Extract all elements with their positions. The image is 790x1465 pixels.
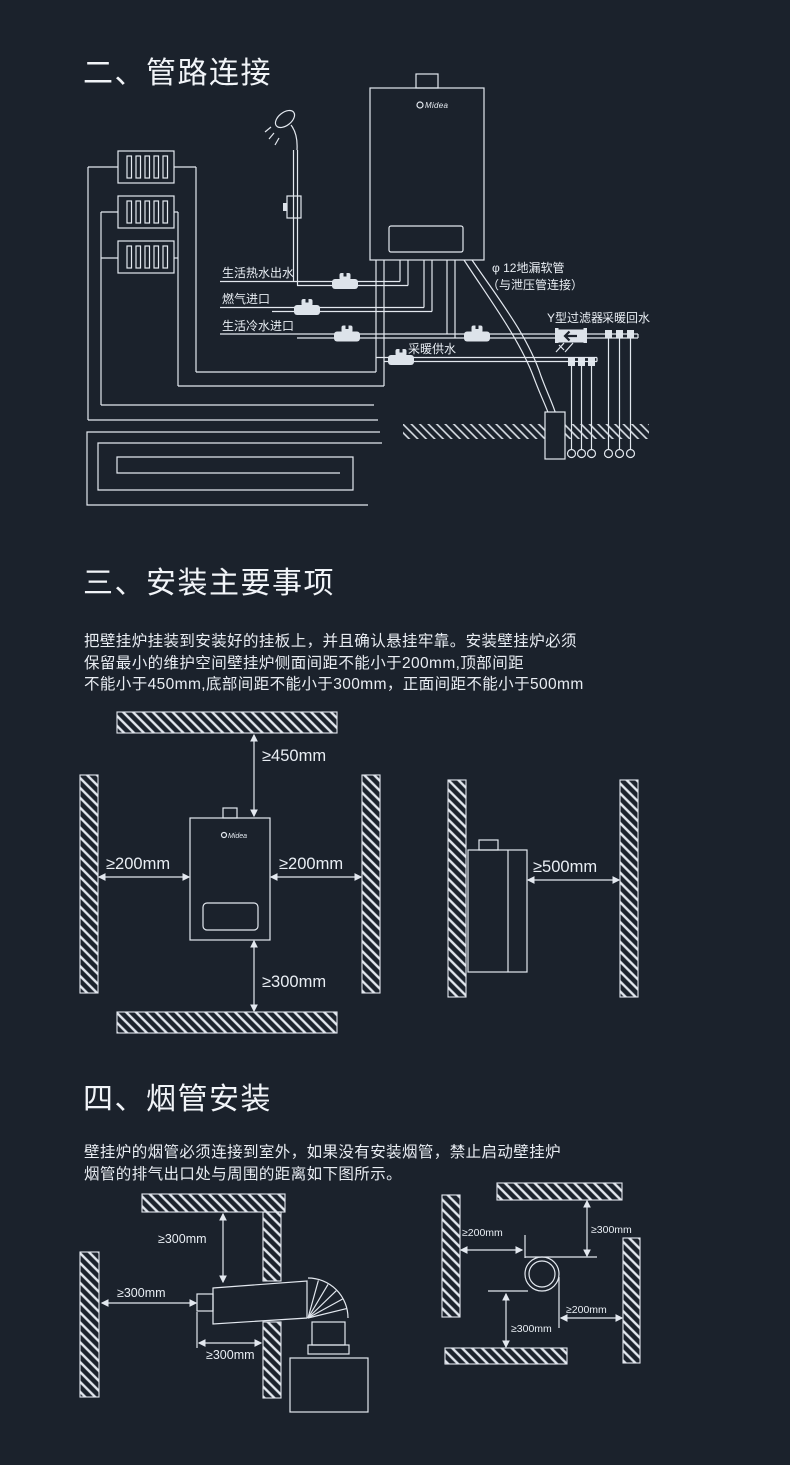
install-notes-line: 把壁挂炉挂装到安装好的挂板上，并且确认悬挂牢靠。安装壁挂炉必须 xyxy=(84,633,577,650)
dim-top: ≥300mm xyxy=(591,1224,632,1236)
boiler-side xyxy=(467,839,528,973)
right-wall-hatch xyxy=(622,1237,641,1364)
valve-icon xyxy=(331,272,359,290)
brand-logo-icon xyxy=(220,831,228,839)
flue-front-diagram: ≥200mm ≥300mm ≥300mm ≥200mm xyxy=(441,1182,641,1365)
outer-wall-hatch xyxy=(79,1251,100,1398)
dim-right: ≥200mm xyxy=(566,1304,607,1316)
section-flue-title: 四、烟管安装 xyxy=(83,1083,272,1116)
flue-elbow xyxy=(307,1277,349,1319)
pipe-connection-diagram: Midea xyxy=(86,73,650,506)
back-wall-hatch xyxy=(447,779,467,998)
underfloor-coil xyxy=(86,431,382,506)
valve-icon xyxy=(333,324,361,343)
flue-notes-line: 壁挂炉的烟管必须连接到室外，如果没有安装烟管，禁止启动壁挂炉 xyxy=(84,1144,562,1161)
dim-top: ≥300mm xyxy=(158,1232,207,1246)
radiator xyxy=(117,195,175,229)
ceiling-hatch xyxy=(496,1182,623,1201)
flue-side-diagram: ≥300mm ≥300mm ≥300mm xyxy=(79,1193,369,1413)
radiator xyxy=(117,150,175,184)
front-wall-hatch xyxy=(619,779,639,998)
boiler-body xyxy=(467,849,528,973)
boiler: Midea xyxy=(369,73,485,261)
boiler-panel xyxy=(388,225,464,253)
valve-icon xyxy=(463,324,491,343)
y-strainer-icon xyxy=(555,328,587,353)
boiler-flue-stub xyxy=(222,807,238,819)
dim-top: ≥450mm xyxy=(262,747,326,765)
label-gas-in: 燃气进口 xyxy=(222,291,270,306)
section-pipe-title: 二、管路连接 xyxy=(83,57,272,90)
boiler-body xyxy=(369,87,485,261)
left-wall-hatch xyxy=(441,1194,461,1318)
heating-supply-manifold xyxy=(566,358,597,459)
drain-hose xyxy=(463,259,558,419)
boiler-panel xyxy=(202,902,259,931)
shower-head-icon xyxy=(274,109,296,129)
flue-notes: 壁挂炉的烟管必须连接到室外，如果没有安装烟管，禁止启动壁挂炉 烟管的排气出口处与… xyxy=(84,1142,561,1185)
valve-icon xyxy=(293,298,321,316)
brand-logo-icon xyxy=(416,101,424,109)
flue-pipe xyxy=(196,1277,350,1355)
dim-bottom: ≥300mm xyxy=(262,973,326,991)
dim-bottom: ≥300mm xyxy=(206,1348,255,1362)
boiler: Midea xyxy=(189,807,271,941)
ceiling-hatch xyxy=(141,1193,286,1213)
right-wall-hatch xyxy=(361,774,381,994)
boiler-flue-stub xyxy=(478,839,499,851)
flue-terminal xyxy=(196,1293,214,1312)
wall-lower-hatch xyxy=(262,1321,282,1399)
dim-left: ≥200mm xyxy=(462,1227,503,1239)
label-drain-hose-1: φ 12地漏软管 xyxy=(492,260,564,275)
label-dhw-out: 生活热水出水 xyxy=(222,266,294,280)
floor-drain xyxy=(544,411,566,460)
ceiling-hatch xyxy=(116,711,338,734)
shower xyxy=(264,109,302,286)
clearance-side-diagram: ≥500mm xyxy=(447,779,639,998)
dim-left: ≥200mm xyxy=(106,855,170,873)
radiator-circuit-pipes xyxy=(87,166,384,421)
section-install-title: 三、安装主要事项 xyxy=(83,567,335,600)
flue-notes-line: 烟管的排气出口处与周围的距离如下图所示。 xyxy=(84,1165,403,1183)
clearance-front-diagram: Midea ≥450mm ≥200mm ≥200mm ≥300mm xyxy=(79,711,381,1034)
install-notes-line: 不能小于450mm,底部间距不能小于300mm，正面间距不能小于500mm xyxy=(84,676,584,693)
wall-upper-hatch xyxy=(262,1211,282,1282)
floor-hatch xyxy=(403,424,649,439)
brand-label: Midea xyxy=(425,101,449,110)
dim-bottom: ≥300mm xyxy=(511,1323,552,1335)
dim-front: ≥500mm xyxy=(533,858,597,876)
label-y-filter: Y型过滤器 xyxy=(547,311,603,325)
floor-hatch xyxy=(116,1011,338,1034)
dim-left: ≥300mm xyxy=(117,1286,166,1300)
boiler-top xyxy=(289,1357,369,1413)
heating-return-manifold xyxy=(603,330,636,459)
radiator xyxy=(117,240,175,274)
label-drain-hose-2: （与泄压管连接） xyxy=(487,277,583,292)
floor-hatch xyxy=(444,1347,568,1365)
boiler-flue-stub xyxy=(415,73,439,89)
install-notes-line: 保留最小的维护空间壁挂炉侧面间距不能小于200mm,顶部间距 xyxy=(84,654,524,672)
brand-label: Midea xyxy=(228,833,247,840)
install-notes: 把壁挂炉挂装到安装好的挂板上，并且确认悬挂牢靠。安装壁挂炉必须 保留最小的维护空… xyxy=(84,631,584,696)
label-heat-return: 采暖回水 xyxy=(602,311,650,325)
label-cold-in: 生活冷水进口 xyxy=(222,319,294,333)
dim-right: ≥200mm xyxy=(279,855,343,873)
label-heat-supply: 采暖供水 xyxy=(408,342,456,356)
left-wall-hatch xyxy=(79,774,99,994)
